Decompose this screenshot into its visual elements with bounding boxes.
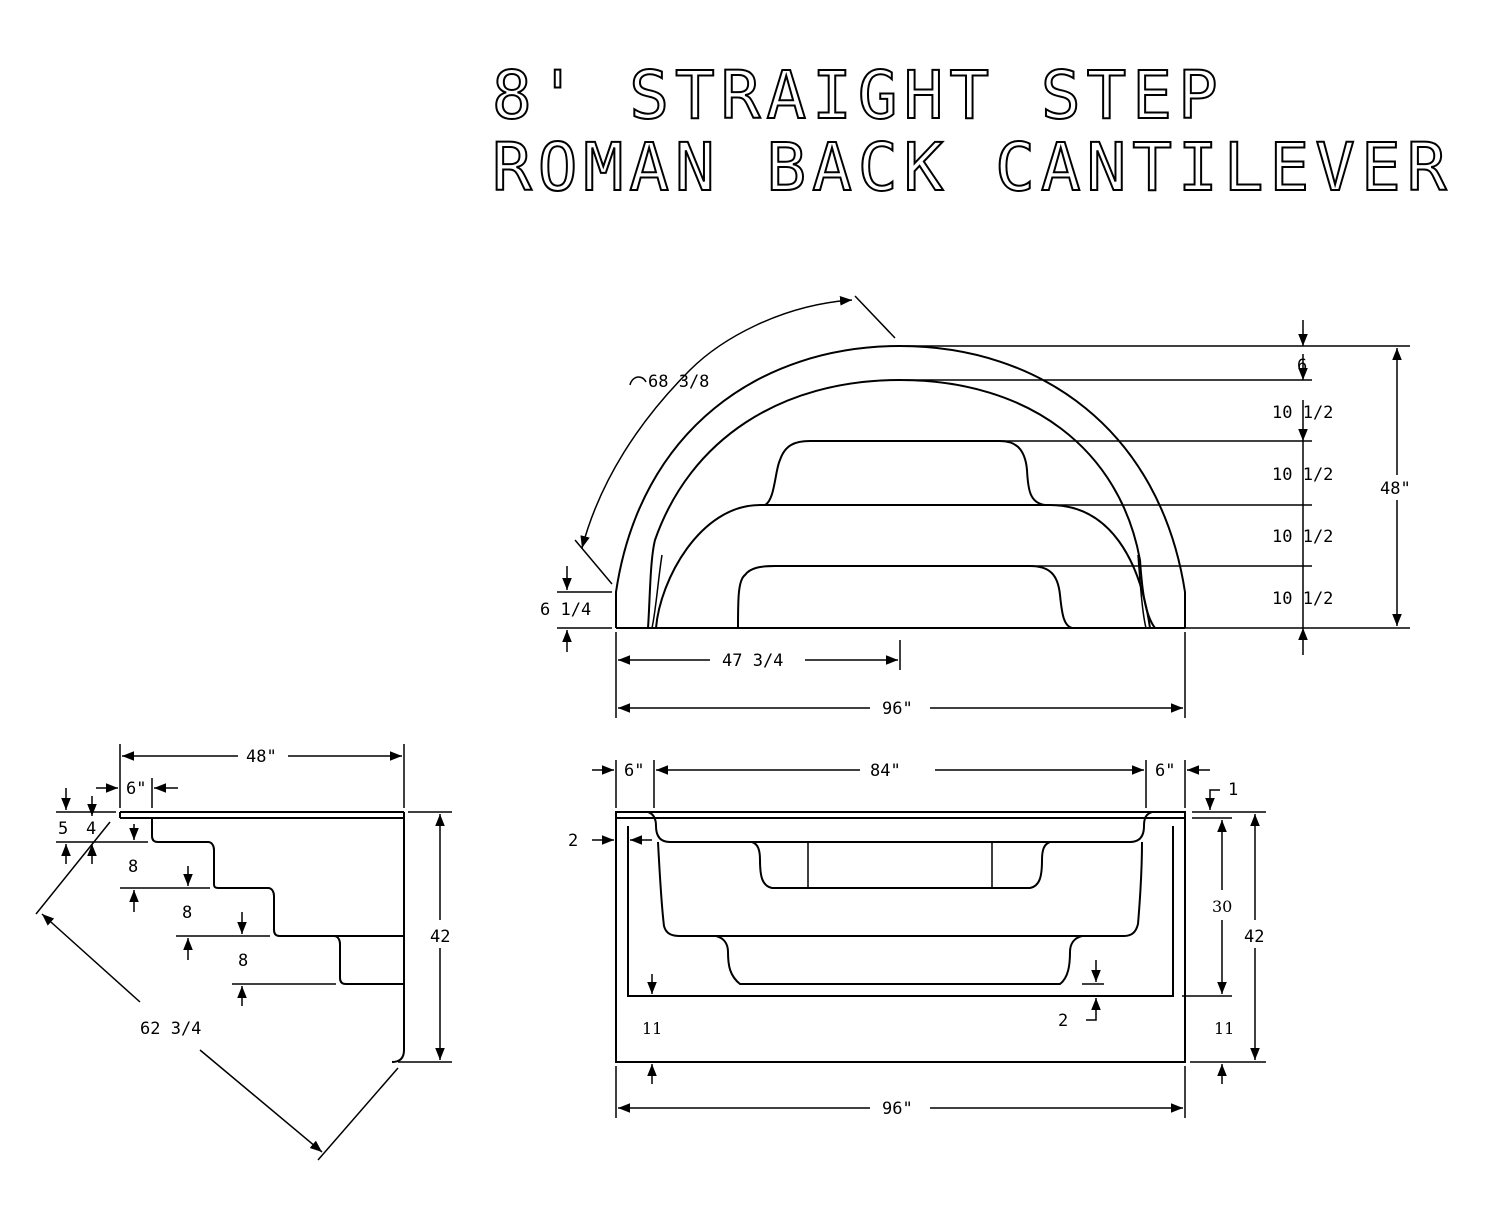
- front-overall-height-label: 42: [1244, 927, 1264, 947]
- rise-label-2: 10 1/2: [1272, 465, 1333, 485]
- front-view: 6" 84" 6" 1 2 2 30 42 11 11: [568, 760, 1266, 1119]
- lip-label: 1: [1228, 780, 1238, 800]
- rise-label-4: 10 1/2: [1272, 589, 1333, 609]
- bottom-seat-outline: [737, 565, 1073, 629]
- step-1-outline: [655, 504, 1151, 629]
- side-ledge-label: 6": [126, 779, 146, 799]
- ledge-left-label: 6": [624, 761, 644, 781]
- arc-length-label: 68 3/8: [648, 372, 709, 392]
- base-left-label: 11: [642, 1019, 662, 1038]
- side-view: 48" 6" 5 4 8 8 8 42: [35, 744, 452, 1161]
- side-width-label: 48": [246, 747, 277, 767]
- step-label-2: 8: [238, 951, 248, 971]
- lower-seat: [715, 935, 1083, 985]
- wall-bottom-label: 2: [1058, 1011, 1068, 1031]
- depth-label: 30: [1212, 897, 1232, 916]
- upper-tub: [647, 811, 1153, 843]
- step-label-1: 8: [182, 903, 192, 923]
- overall-width-label-top: 96": [882, 699, 913, 719]
- left-ledge-label: 6 1/4: [540, 600, 591, 620]
- diagonal-label: 62 3/4: [140, 1019, 201, 1039]
- half-width-label: 47 3/4: [722, 651, 783, 671]
- rise-label-0: 6: [1297, 356, 1307, 376]
- inner-width-label: 84": [870, 761, 901, 781]
- top-seat: [751, 841, 1051, 889]
- overall-width-label-front: 96": [882, 1099, 913, 1119]
- top-step-outline: [764, 440, 1046, 506]
- step-label-0: 8: [128, 857, 138, 877]
- step-profile: [151, 818, 404, 985]
- top-view: 6 10 1/2 10 1/2 10 1/2 10 1/2 48" 68 3/8…: [540, 295, 1411, 719]
- base-right-label: 11: [1214, 1019, 1234, 1038]
- overall-depth-label: 48": [1380, 479, 1411, 499]
- side-height-label-0: 5: [58, 819, 68, 839]
- side-height-label-1: 4: [86, 819, 96, 839]
- ledge-right-label: 6": [1155, 761, 1175, 781]
- side-overall-height-label: 42: [430, 927, 450, 947]
- wall-left-label: 2: [568, 831, 578, 851]
- arc-length-dim: [580, 296, 853, 549]
- title-line-2: ROMAN BACK CANTILEVER: [492, 129, 1452, 206]
- rise-label-1: 10 1/2: [1272, 403, 1333, 423]
- rise-label-3: 10 1/2: [1272, 527, 1333, 547]
- title-line-1: 8' STRAIGHT STEP: [492, 57, 1224, 134]
